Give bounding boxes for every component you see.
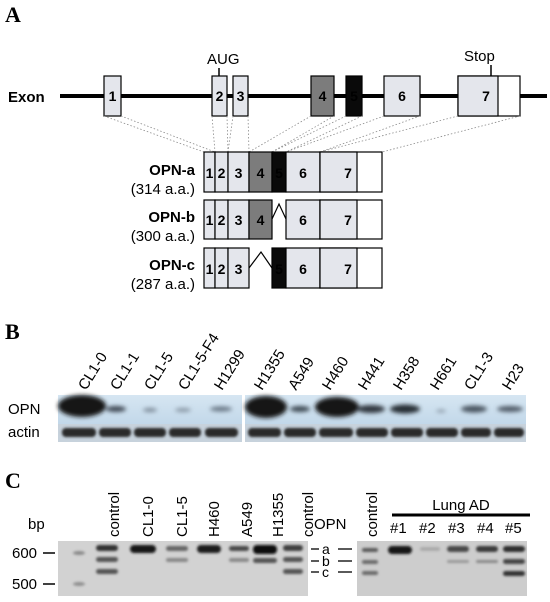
lane-label-cl1-0: CL1-0 [140, 496, 157, 537]
svg-text:2: 2 [218, 165, 226, 181]
band-label-b: b [322, 553, 330, 569]
lane-label-control-3: control [364, 492, 381, 537]
rtpcr-gel-right [357, 541, 527, 596]
genomic-exon-1: 1 [103, 75, 122, 117]
svg-text:4: 4 [257, 212, 265, 228]
lane-label-h460: H460 [319, 354, 352, 393]
svg-text:6: 6 [299, 261, 307, 277]
svg-text:2: 2 [218, 212, 226, 228]
bp-label: bp [28, 516, 45, 533]
lane-label-cl1-5: CL1-5 [141, 349, 177, 393]
genomic-exon-7: 7 [457, 75, 521, 117]
exon-row-label: Exon [8, 89, 45, 106]
opn-gel-label: OPN [314, 516, 347, 533]
genomic-exon-3: 3 [232, 75, 249, 117]
western-blot-left [58, 395, 242, 442]
lane-label-h1355: H1355 [251, 347, 289, 393]
isoform-length: (300 a.a.) [131, 228, 195, 245]
rtpcr-gel-left [58, 541, 308, 596]
marker-500: 500 [12, 576, 37, 593]
svg-text:3: 3 [235, 165, 243, 181]
svg-text:6: 6 [299, 165, 307, 181]
genomic-exon-2: 2 [211, 75, 228, 117]
svg-text:2: 2 [218, 261, 226, 277]
svg-text:6: 6 [398, 88, 406, 104]
svg-text:1: 1 [109, 88, 117, 104]
panel-label-c: C [5, 468, 21, 493]
aug-label: AUG [207, 51, 240, 68]
svg-text:5: 5 [275, 261, 283, 277]
stop-label: Stop [464, 48, 495, 65]
rtpcr-lane-labels: control CL1-0 CL1-5 H460 A549 H1355 cont… [106, 492, 317, 537]
lane-label-control-2: control [300, 492, 317, 537]
svg-text:6: 6 [299, 212, 307, 228]
genomic-exon-4: 4 [310, 75, 335, 117]
svg-text:7: 7 [482, 88, 490, 104]
lane-label-h23: H23 [499, 361, 528, 393]
western-blot-right [245, 395, 526, 442]
isoform-name: OPN-c [149, 257, 195, 274]
isoform-opn-b: OPN-b (300 a.a.) 1 2 3 4 6 7 [131, 199, 383, 245]
svg-text:3: 3 [237, 88, 245, 104]
genomic-exon-6: 6 [383, 75, 421, 117]
lane-label-1: #1 [390, 520, 407, 537]
lane-label-cl1-3: CL1-3 [461, 349, 497, 393]
row-label-opn: OPN [8, 401, 41, 418]
isoform-name: OPN-b [148, 209, 195, 226]
band-labels: a b c [311, 541, 352, 580]
lane-label-h1299: H1299 [211, 347, 249, 393]
svg-text:3: 3 [235, 212, 243, 228]
svg-text:1: 1 [206, 165, 214, 181]
svg-text:1: 1 [206, 212, 214, 228]
svg-text:5: 5 [350, 88, 358, 104]
lane-label-a549: A549 [285, 354, 318, 393]
panel-label-b: B [5, 319, 20, 344]
svg-text:2: 2 [216, 88, 224, 104]
lung-ad-label: Lung AD [432, 497, 490, 514]
lane-label-4: #4 [477, 520, 494, 537]
lane-label-h460: H460 [206, 501, 223, 537]
lane-label-a549: A549 [239, 502, 256, 537]
western-lane-labels: CL1-0 CL1-1 CL1-5 CL1-5-F4 H1299 H1355 A… [75, 330, 528, 393]
genomic-exons: 1 2 3 4 5 6 [103, 75, 521, 117]
isoform-opn-a: OPN-a (314 a.a.) 1 2 3 4 5 6 7 [131, 151, 383, 198]
lane-label-5: #5 [505, 520, 522, 537]
lane-label-3: #3 [448, 520, 465, 537]
isoform-name: OPN-a [149, 162, 196, 179]
lane-label-control-1: control [106, 492, 123, 537]
row-label-actin: actin [8, 424, 40, 441]
band-label-a: a [322, 541, 330, 557]
lane-label-h358: H358 [390, 354, 423, 393]
svg-text:4: 4 [257, 165, 265, 181]
svg-text:1: 1 [206, 261, 214, 277]
svg-text:5: 5 [275, 165, 283, 181]
band-label-c: c [322, 564, 329, 580]
isoform-opn-c: OPN-c (287 a.a.) 1 2 3 5 6 7 [131, 247, 383, 293]
isoform-length: (287 a.a.) [131, 276, 195, 293]
lane-label-2: #2 [419, 520, 436, 537]
lane-label-h1355: H1355 [270, 493, 287, 537]
rtpcr-right-labels: control #1 #2 #3 #4 #5 [364, 492, 522, 537]
svg-text:3: 3 [235, 261, 243, 277]
svg-text:7: 7 [344, 212, 352, 228]
lane-label-h441: H441 [355, 354, 388, 393]
lane-label-cl1-1: CL1-1 [107, 349, 143, 393]
lane-label-cl1-0: CL1-0 [75, 349, 111, 393]
svg-text:7: 7 [344, 261, 352, 277]
exon-mapping-lines [103, 115, 521, 153]
svg-text:7: 7 [344, 165, 352, 181]
svg-text:4: 4 [319, 88, 327, 104]
lane-label-h661: H661 [427, 354, 460, 393]
panel-label-a: A [5, 2, 21, 27]
marker-600: 600 [12, 545, 37, 562]
genomic-exon-5: 5 [345, 75, 363, 117]
isoform-length: (314 a.a.) [131, 181, 195, 198]
gene-structure: Exon AUG Stop 1 2 3 4 5 [8, 48, 547, 293]
lane-label-cl1-5: CL1-5 [174, 496, 191, 537]
